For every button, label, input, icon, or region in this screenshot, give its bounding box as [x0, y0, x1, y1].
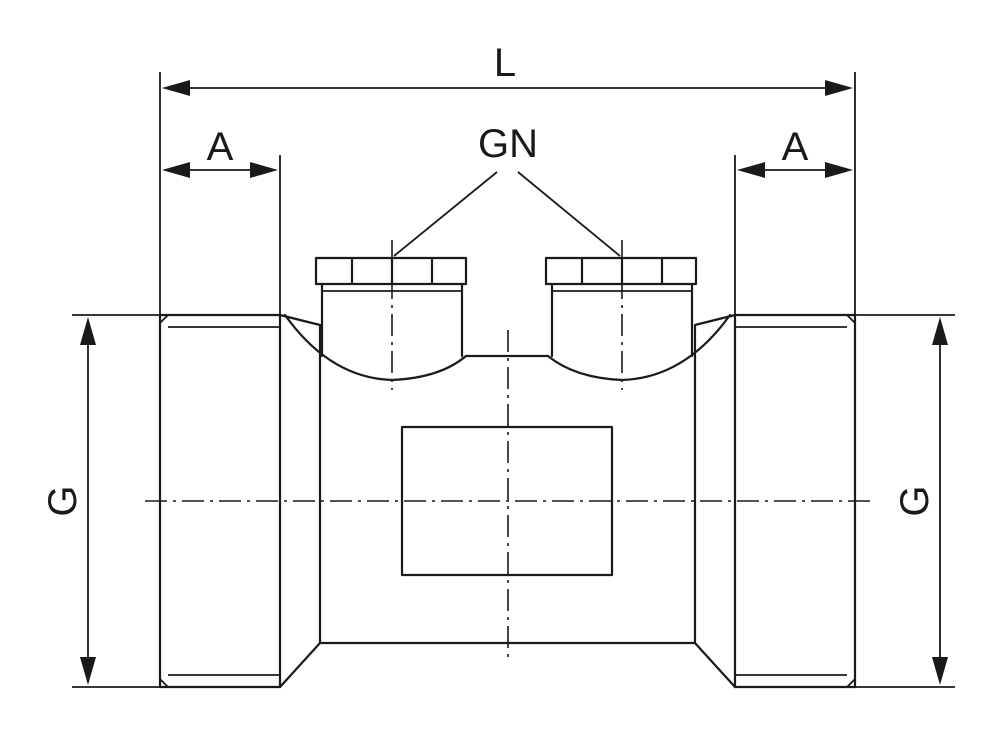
gn-leader: GN [393, 122, 621, 257]
label-g-right: G [893, 485, 937, 516]
gauge-port-right [544, 256, 698, 358]
dimension-l: L [162, 41, 853, 96]
dimension-a-left: A [162, 125, 278, 178]
dimension-g-left: G [41, 317, 96, 685]
label-l: L [494, 41, 516, 85]
label-g-left: G [41, 485, 85, 516]
label-gn: GN [478, 122, 538, 166]
extension-lines [72, 72, 955, 688]
label-a-right: A [782, 125, 809, 169]
label-a-left: A [207, 125, 234, 169]
dimension-a-right: A [737, 125, 853, 178]
center-lines [145, 240, 875, 662]
gauge-port-left [314, 256, 468, 358]
dimension-g-right: G [893, 317, 948, 685]
side-window [400, 425, 614, 577]
